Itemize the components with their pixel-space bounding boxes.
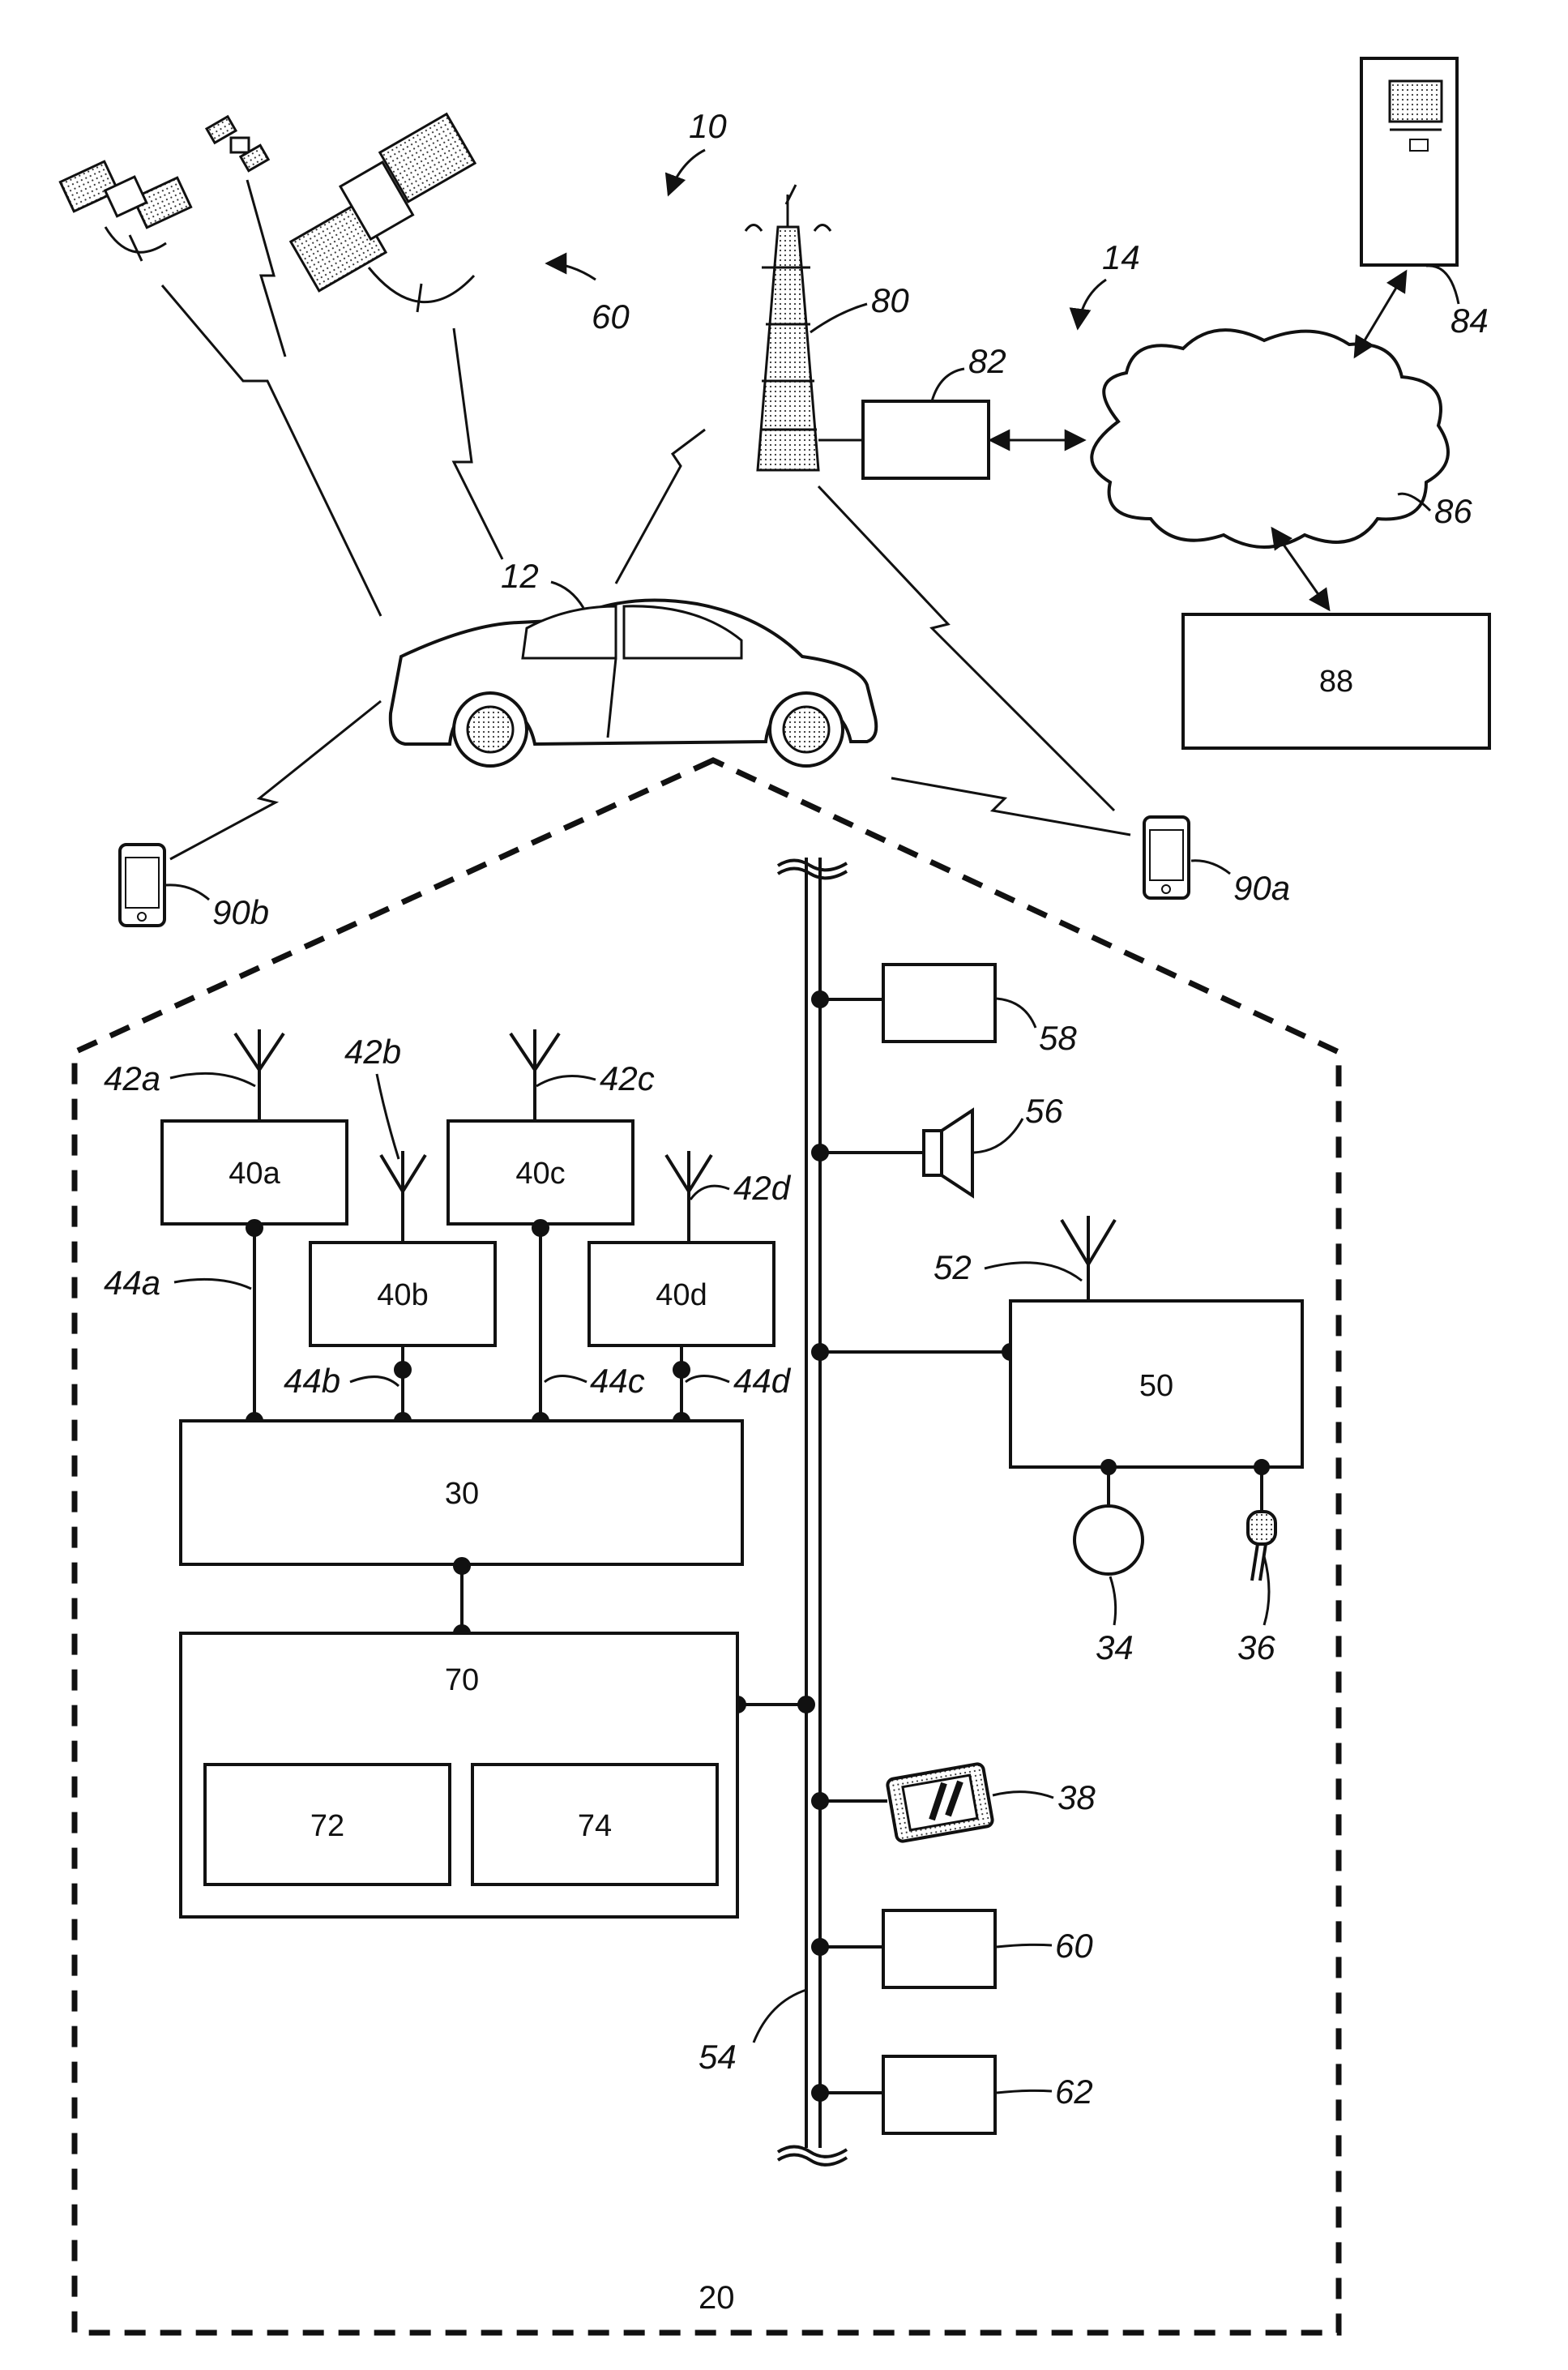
module-30-70-connection <box>455 1559 469 1641</box>
ref-cloud: 86 <box>1434 492 1472 530</box>
ref-42b-leader <box>377 1074 399 1159</box>
module-30-label: 30 <box>445 1477 479 1511</box>
speaker-icon <box>924 1110 972 1196</box>
ref-antenna-52-leader <box>985 1263 1082 1281</box>
vehicle-icon <box>391 601 876 767</box>
ref-42a-leader <box>170 1073 255 1086</box>
module-60-box <box>883 1910 995 1987</box>
receiver-40a-label: 40a <box>229 1157 280 1191</box>
ref-mobile-switch: 82 <box>968 342 1006 380</box>
ref-44a: 44a <box>104 1264 160 1302</box>
remote-facility-label: 88 <box>1319 665 1353 699</box>
ref-tower-leader <box>810 304 867 332</box>
cloud-network-shape <box>1092 330 1448 547</box>
antenna-52-icon <box>1062 1216 1115 1301</box>
ref-computer-leader <box>1426 266 1459 304</box>
ref-42a: 42a <box>104 1059 160 1097</box>
ref-phone-b: 90b <box>212 893 269 931</box>
ref-58: 58 <box>1039 1019 1077 1057</box>
ref-bus-leader <box>754 1990 806 2043</box>
ref-satellites-arrow <box>547 263 596 280</box>
ref-antenna-52: 52 <box>934 1248 972 1286</box>
ref-satellites: 60 <box>592 297 630 336</box>
ref-42c-leader <box>536 1076 596 1087</box>
module-74-label: 74 <box>578 1809 612 1843</box>
receiver-40b-label: 40b <box>377 1278 428 1312</box>
ref-mic-36-leader <box>1264 1556 1269 1625</box>
ref-input-34: 34 <box>1096 1628 1134 1666</box>
ref-42b: 42b <box>344 1033 401 1071</box>
module-72-label: 72 <box>310 1809 344 1843</box>
ref-phone-b-leader <box>166 885 209 900</box>
receiver-40c-label: 40c <box>515 1157 565 1191</box>
ref-bus: 54 <box>699 2038 737 2076</box>
ref-42c: 42c <box>600 1059 655 1097</box>
wireless-links <box>162 180 1130 859</box>
ref-display-38: 38 <box>1057 1778 1096 1816</box>
microphone-icon <box>1248 1461 1275 1581</box>
server-computer-icon <box>1361 58 1457 265</box>
receiver-40d-label: 40d <box>656 1278 707 1312</box>
input-knob-icon <box>1075 1461 1143 1574</box>
ref-42d: 42d <box>733 1169 792 1207</box>
module-62-box <box>883 2056 995 2133</box>
communications-bus <box>778 858 847 2165</box>
ref-mic-36: 36 <box>1237 1628 1275 1666</box>
ref-58-leader <box>997 999 1036 1028</box>
satellite-large-icon <box>291 114 475 312</box>
satellite-left-icon <box>60 161 190 261</box>
ref-system-arrow <box>669 150 705 195</box>
ref-60-leader <box>997 1944 1052 1947</box>
mobile-switch-box <box>863 401 989 478</box>
display-icon <box>887 1763 993 1842</box>
ref-62: 62 <box>1055 2073 1093 2111</box>
phone-b-icon <box>120 845 164 926</box>
module-50-label: 50 <box>1139 1369 1173 1403</box>
ref-vehicle-leader <box>551 582 583 608</box>
ref-phone-a: 90a <box>1233 869 1290 907</box>
ref-phone-a-leader <box>1191 861 1230 874</box>
ref-display-38-leader <box>993 1792 1053 1798</box>
ref-60: 60 <box>1055 1927 1093 1965</box>
ref-44c: 44c <box>590 1362 645 1400</box>
ref-44b-leader <box>350 1377 399 1386</box>
ref-44b: 44b <box>284 1362 340 1400</box>
ref-42d-leader <box>690 1186 729 1200</box>
satellite-small-icon <box>207 117 268 171</box>
bus-70-junction <box>799 1697 814 1712</box>
cloud-computer-link <box>1355 272 1406 357</box>
phone-a-icon <box>1144 817 1189 898</box>
ref-speaker: 56 <box>1025 1092 1063 1130</box>
ref-44d: 44d <box>733 1362 792 1400</box>
ref-system: 10 <box>689 107 727 145</box>
module-70-label: 70 <box>445 1663 479 1697</box>
ref-computer: 84 <box>1451 302 1489 340</box>
ref-44c-leader <box>545 1376 587 1383</box>
ref-speaker-leader <box>974 1119 1023 1153</box>
ref-mobile-switch-leader <box>932 369 964 401</box>
ref-input-34-leader <box>1110 1576 1116 1625</box>
ref-62-leader <box>997 2090 1052 2093</box>
ref-network-arrow <box>1078 280 1106 328</box>
module-58-box <box>883 965 995 1042</box>
ref-vehicle-electronics: 20 <box>699 2280 735 2316</box>
ref-vehicle: 12 <box>501 557 539 595</box>
ref-44d-leader <box>686 1376 729 1383</box>
ref-44a-leader <box>174 1279 251 1289</box>
ref-network: 14 <box>1102 238 1140 276</box>
ref-tower: 80 <box>871 281 909 319</box>
